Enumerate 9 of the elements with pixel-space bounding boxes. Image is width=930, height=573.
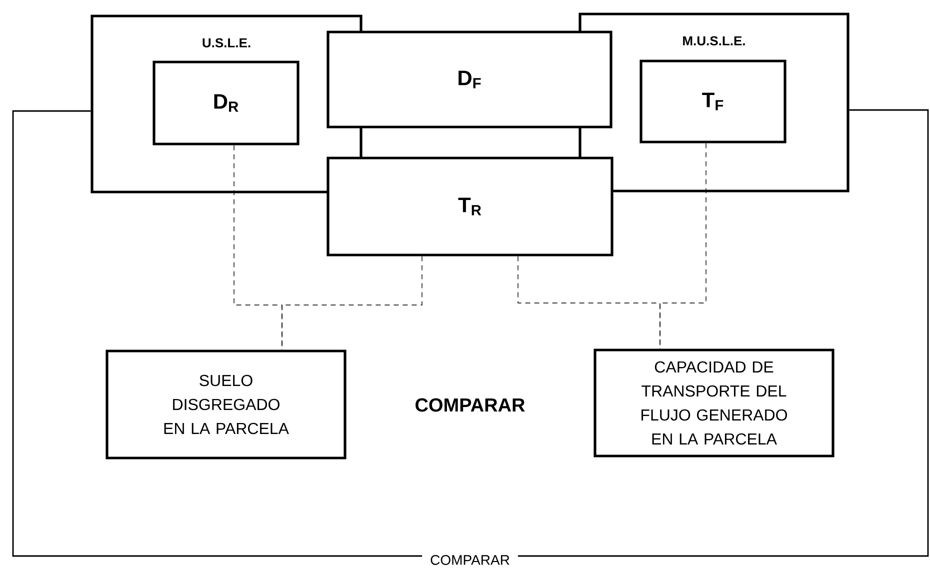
comparison-label: COMPARAR bbox=[416, 398, 525, 412]
variable-box: D$_{F}$ bbox=[326, 30, 612, 128]
description-box: SUELO DISGREGADO EN LA PARCELA bbox=[106, 350, 346, 460]
comparison-line bbox=[12, 109, 929, 557]
variable-box: T$_{R}$ bbox=[326, 156, 614, 256]
variable-box: D$_{R}$ bbox=[152, 60, 300, 146]
description-box: CAPACIDAD DE TRANSPORTE DEL FLUJO GENERADO EN LA PARCELA bbox=[594, 348, 834, 458]
variable-box: T$_{F}$ bbox=[640, 60, 786, 144]
edge-label: COMPARAR bbox=[422, 554, 518, 566]
